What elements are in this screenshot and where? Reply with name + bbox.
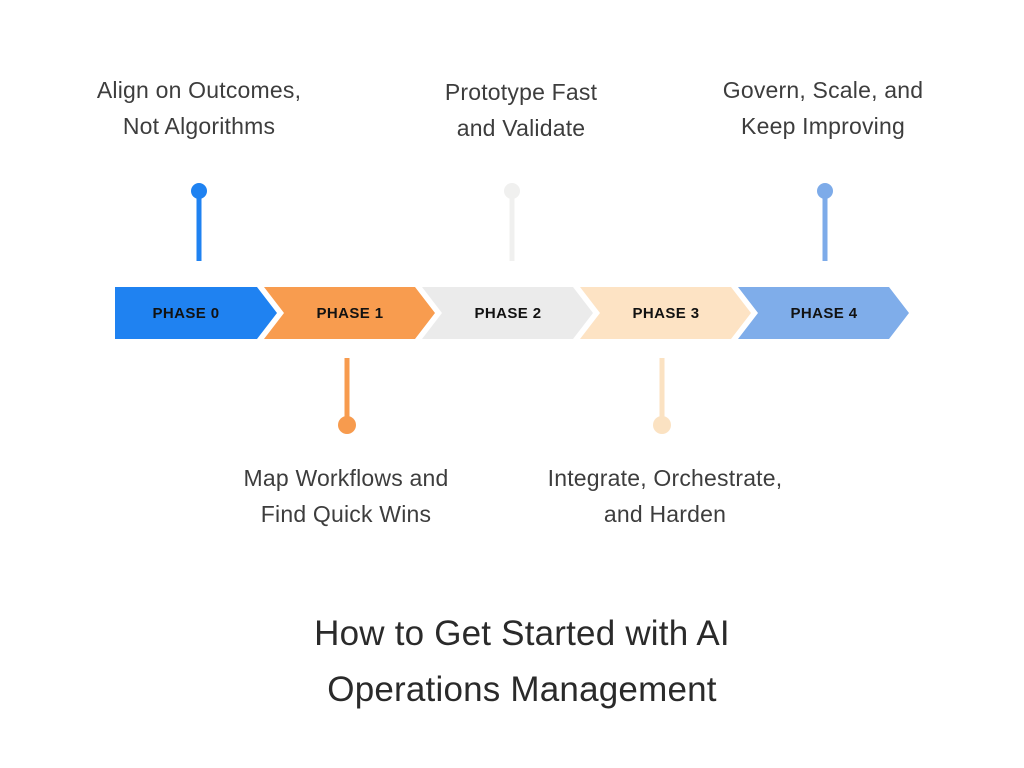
phase-1-chevron <box>264 287 435 339</box>
phase-4-note-line2: Keep Improving <box>741 113 905 139</box>
phase-2-note: Prototype Fast and Validate <box>361 74 681 146</box>
phase-1-note-line2: Find Quick Wins <box>260 501 432 527</box>
phase-2-note-line2: and Validate <box>456 115 586 141</box>
phase-2-chevron <box>422 287 593 339</box>
phase-0-connector-dot <box>191 183 207 199</box>
page-title-line2: Operations Management <box>327 670 717 709</box>
phase-0-label: PHASE 0 <box>152 304 220 322</box>
phase-4-note: Govern, Scale, and Keep Improving <box>663 72 983 144</box>
phase-1-label: PHASE 1 <box>316 304 384 322</box>
phase-3-note-line1: Integrate, Orchestrate, <box>547 465 783 491</box>
phase-0-note-line1: Align on Outcomes, <box>96 77 302 103</box>
phase-1-note-line1: Map Workflows and <box>243 465 449 491</box>
phase-1-connector-dot <box>338 416 356 434</box>
phase-2-connector-dot <box>504 183 520 199</box>
phase-3-note: Integrate, Orchestrate, and Harden <box>505 460 825 532</box>
page-title-line1: How to Get Started with AI <box>314 614 730 653</box>
phase-3-label: PHASE 3 <box>632 304 700 322</box>
page-title: How to Get Started with AI Operations Ma… <box>212 606 832 718</box>
phase-0-note: Align on Outcomes, Not Algorithms <box>39 72 359 144</box>
phase-3-connector-dot <box>653 416 671 434</box>
phase-1-note: Map Workflows and Find Quick Wins <box>186 460 506 532</box>
phase-0-chevron <box>115 287 277 339</box>
phase-3-note-line2: and Harden <box>603 501 727 527</box>
phase-2-note-line1: Prototype Fast <box>444 79 598 105</box>
phase-3-chevron <box>580 287 751 339</box>
phase-2-label: PHASE 2 <box>474 304 542 322</box>
phase-4-chevron <box>738 287 909 339</box>
phase-4-label: PHASE 4 <box>790 304 858 322</box>
phase-4-connector-dot <box>817 183 833 199</box>
phase-4-note-line1: Govern, Scale, and <box>722 77 924 103</box>
phase-0-note-line2: Not Algorithms <box>122 113 276 139</box>
